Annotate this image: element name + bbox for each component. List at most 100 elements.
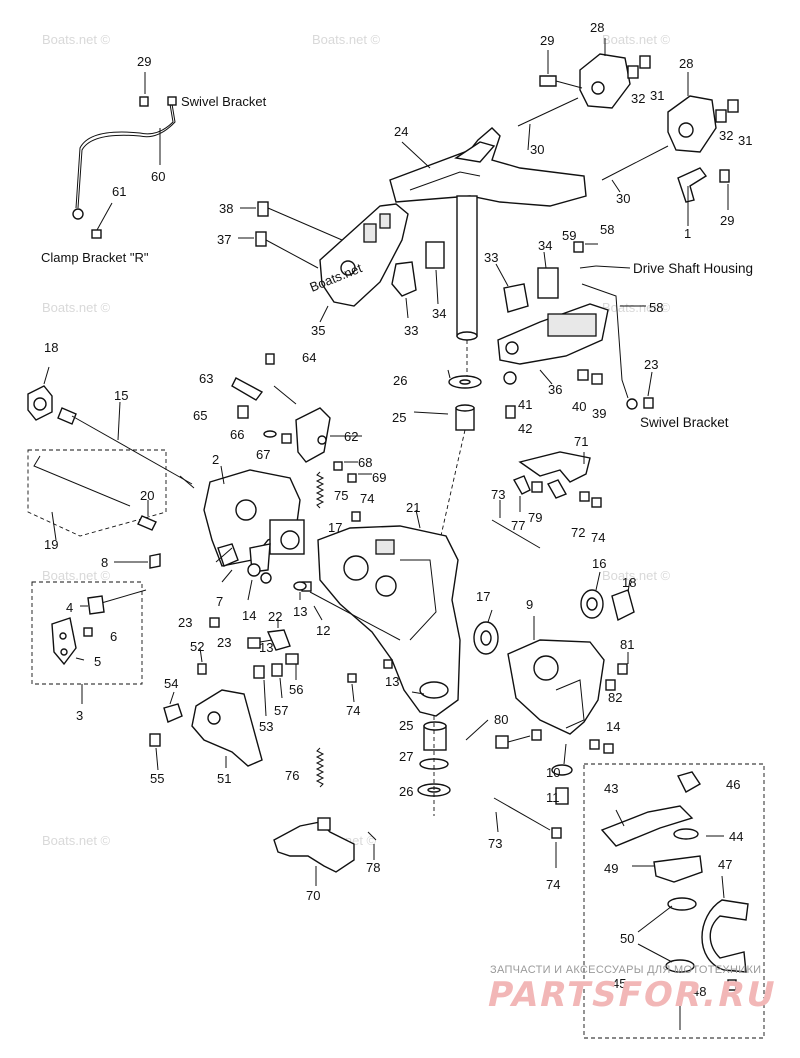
brand-subtitle: ЗАПЧАСТИ И АКСЕССУАРЫ ДЛЯ МОТОТЕХНИКИ <box>490 964 762 976</box>
part-number: 27 <box>399 749 413 764</box>
part-number: 23 <box>178 615 192 630</box>
tilt-rod-assembly <box>27 366 195 489</box>
part-number: 11 <box>546 790 560 805</box>
part-number: 32 <box>719 128 733 143</box>
reverse-lock-arm <box>273 817 377 886</box>
part-number: 29 <box>720 213 734 228</box>
part-number: 25 <box>399 718 413 733</box>
part-number: 4 <box>66 600 73 615</box>
part-number: 58 <box>649 300 663 315</box>
part-number: 6 <box>110 629 117 644</box>
watermark: Boats.net © <box>602 32 671 47</box>
callout-clamp-bracket-r: Clamp Bracket "R" <box>41 250 149 265</box>
part-number: 28 <box>679 56 693 71</box>
part-number: 49 <box>604 861 618 876</box>
part-number: 74 <box>360 491 374 506</box>
part-number-labels: 29 60 61 28 29 32 31 28 32 31 24 30 30 1… <box>44 20 752 999</box>
part-number: 26 <box>393 373 407 388</box>
part-number: 58 <box>600 222 614 237</box>
part-number: 45 <box>612 976 626 991</box>
part-number: 60 <box>151 169 165 184</box>
part-number: 74 <box>546 877 560 892</box>
part-number: 19 <box>44 537 58 552</box>
left-bracket-fasteners <box>221 563 307 601</box>
part-number: 75 <box>334 488 348 503</box>
part-number: 67 <box>256 447 270 462</box>
watermark: Boats.net © <box>602 300 671 315</box>
part-number: 1 <box>684 226 691 241</box>
watermark: Boats.net © <box>42 568 111 583</box>
part-number: 48 <box>692 984 706 999</box>
watermark: Boats.net © <box>42 833 111 848</box>
part-number: 41 <box>518 397 532 412</box>
part-number: 9 <box>526 597 533 612</box>
part-number: 16 <box>592 556 606 571</box>
part-number: 35 <box>311 323 325 338</box>
brand-logo: PARTSFOR.RU <box>483 975 781 1015</box>
part-number: 3 <box>76 708 83 723</box>
steering-clamp-assembly <box>517 38 739 226</box>
part-number: 21 <box>406 500 420 515</box>
part-number: 71 <box>574 434 588 449</box>
right-bracket-fasteners <box>495 652 629 754</box>
part-number: 72 <box>571 525 585 540</box>
part-number: 65 <box>193 408 207 423</box>
reverse-spring <box>315 747 325 788</box>
part-number: 62 <box>344 429 358 444</box>
part-number: 44 <box>729 829 743 844</box>
upper-bushing-washer <box>439 375 482 541</box>
part-number: 17 <box>476 589 490 604</box>
part-number: 53 <box>259 719 273 734</box>
watermark: Boats.net © <box>42 300 111 315</box>
part-number: 14 <box>242 608 256 623</box>
steering-hook-assembly <box>351 451 602 549</box>
tilt-plate-assembly <box>238 201 409 323</box>
part-number: 38 <box>219 201 233 216</box>
part-number: 59 <box>562 228 576 243</box>
part-number: 42 <box>518 421 532 436</box>
tilt-lock-lever <box>231 353 362 463</box>
part-number: 40 <box>572 399 586 414</box>
part-number: 10 <box>546 765 560 780</box>
part-number: 63 <box>199 371 213 386</box>
part-number: 74 <box>346 703 360 718</box>
reverse-lock-lever <box>149 689 263 771</box>
bottom-bolt <box>551 743 573 805</box>
part-number: 20 <box>140 488 154 503</box>
plate-8 <box>114 553 161 569</box>
part-number: 50 <box>620 931 634 946</box>
clamp-bracket-right <box>507 616 605 735</box>
lower-center-fasteners <box>347 659 393 703</box>
watermark: Boats.net © <box>602 568 671 583</box>
part-number: 73 <box>488 836 502 851</box>
part-number: 69 <box>372 470 386 485</box>
part-number: 54 <box>164 676 178 691</box>
lower-rod <box>493 797 562 868</box>
part-number: 2 <box>212 452 219 467</box>
part-number: 55 <box>150 771 164 786</box>
part-number: 51 <box>217 771 231 786</box>
part-number: 52 <box>190 639 204 654</box>
part-number: 13 <box>259 640 273 655</box>
trim-tab-box <box>583 763 765 1039</box>
part-number: 18 <box>622 575 636 590</box>
part-number: 56 <box>289 682 303 697</box>
part-number: 74 <box>591 530 605 545</box>
watermark: Boats.net © <box>312 32 381 47</box>
part-number: 66 <box>230 427 244 442</box>
tilt-tube-bushings <box>473 571 635 655</box>
tilt-lock-box <box>31 581 147 704</box>
part-number: 30 <box>616 191 630 206</box>
part-number: 80 <box>494 712 508 727</box>
leader-lines <box>215 369 489 741</box>
callout-swivel-bracket-right: Swivel Bracket <box>640 415 729 430</box>
part-number: 30 <box>530 142 544 157</box>
part-number: 77 <box>511 518 525 533</box>
part-number: 12 <box>316 623 330 638</box>
part-number: 23 <box>217 635 231 650</box>
part-number: 57 <box>274 703 288 718</box>
part-number: 36 <box>548 382 562 397</box>
callout-drive-shaft-housing: Drive Shaft Housing <box>633 261 753 276</box>
lower-bracket-assembly <box>497 241 654 419</box>
